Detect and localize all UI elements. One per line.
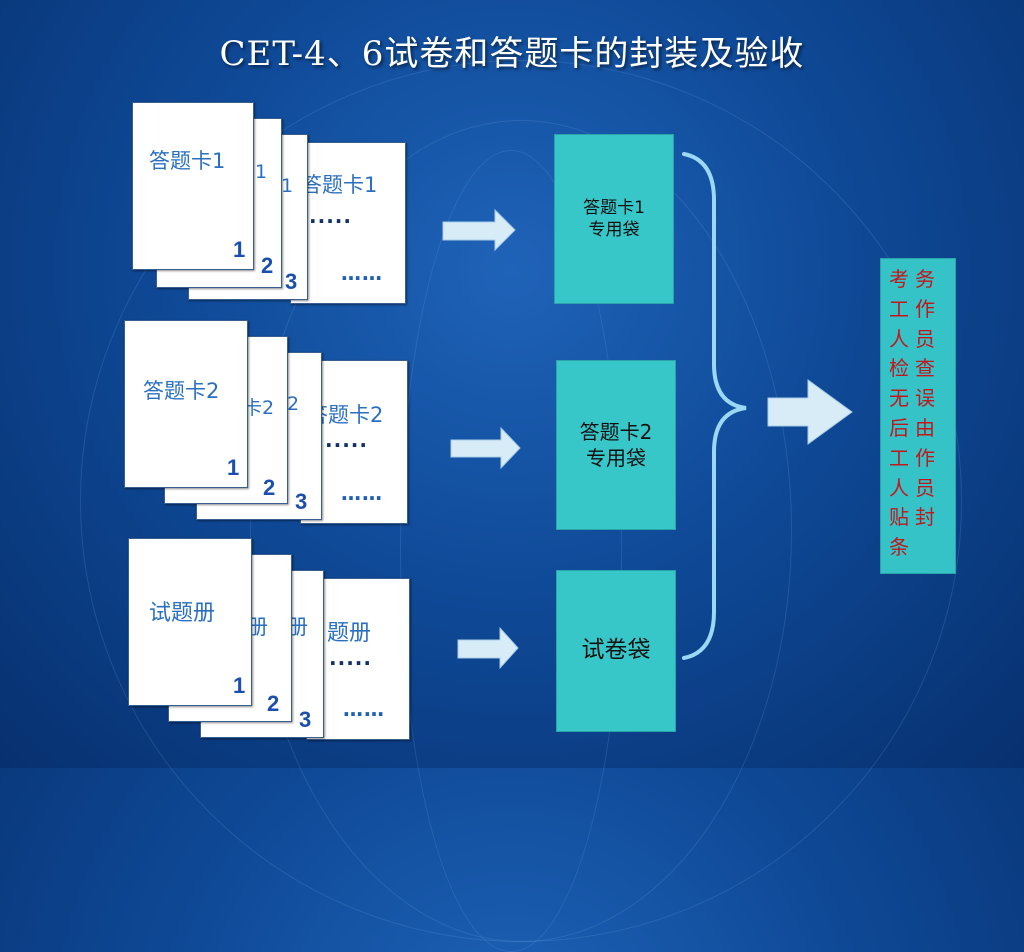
bag-label-line2: 专用袋 [588,220,640,240]
ellipsis: ····· [329,651,372,675]
stack-card-1: 答题卡2 1 [124,320,248,488]
result-text: 考务工作人员检查无误后由工作人员贴封条 [889,267,941,560]
card-label: 1 [281,175,294,197]
bag-answer-sheet-1: 答题卡1 专用袋 [554,134,674,304]
arrow-right-icon [457,626,519,670]
card-label: 题册 [327,621,372,646]
result-box: 考务工作人员检查无误后由工作人员贴封条 [880,258,956,574]
stack-card-1: 答题卡1 1 [132,102,254,270]
page-title: CET-4、6试卷和答题卡的封装及验收 [219,34,805,74]
stack-card-1: 试题册 1 [128,538,252,706]
card-label: 答题卡1 [149,149,226,173]
card-label: 1 [255,161,268,183]
bag-label-line1: 答题卡1 [583,197,645,218]
card-number: 2 [261,253,274,278]
bag-label-line2: 专用袋 [586,446,646,470]
bag-test-papers: 试卷袋 [556,570,676,732]
bag-label-line1: 试卷袋 [581,637,651,664]
card-label: 答题卡2 [143,379,220,403]
card-number: 2 [263,475,276,500]
card-number: 3 [295,489,308,514]
card-label: 答题卡1 [301,173,378,197]
card-label: 试题册 [149,601,216,626]
ellipsis: ····· [309,209,352,233]
card-number: 2 [267,691,280,716]
ellipsis: …… [341,261,383,285]
connectors [442,152,853,670]
arrow-right-icon [767,379,853,445]
ellipsis: …… [341,481,383,505]
ellipsis: …… [343,697,385,721]
card-label: 册 [247,615,268,639]
card-number: 1 [227,455,240,480]
ellipsis: ····· [325,433,368,457]
card-label: 册 [287,615,308,639]
curly-brace-icon [682,152,747,660]
card-number: 1 [233,673,246,698]
card-number: 3 [299,707,312,732]
bag-answer-sheet-2: 答题卡2 专用袋 [556,360,676,530]
card-number: 3 [285,269,298,294]
card-label: 2 [287,393,300,415]
arrow-right-icon [442,208,516,252]
arrow-right-icon [450,426,521,470]
bag-label-line1: 答题卡2 [579,420,653,444]
card-number: 1 [233,237,246,262]
card-label: 卡2 [243,397,275,419]
